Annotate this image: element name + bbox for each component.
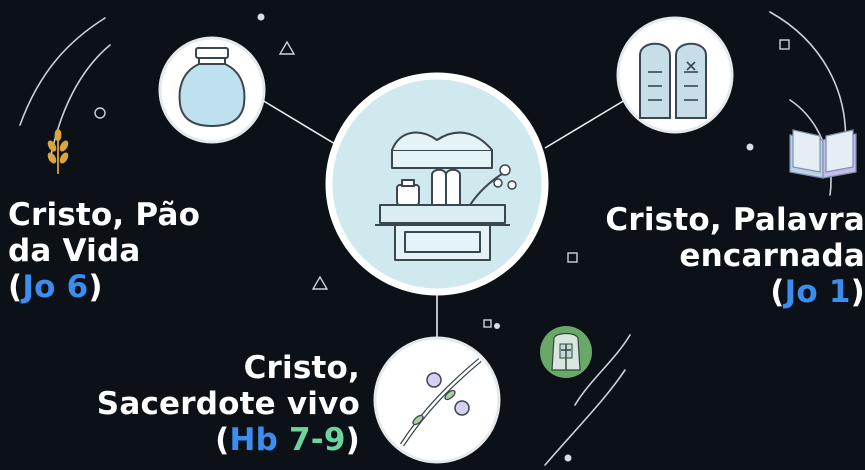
- ref-right-open: (: [770, 274, 785, 310]
- ref-bottom-book: Hb: [229, 422, 279, 458]
- ref-left-open: (: [8, 269, 23, 305]
- label-left-line2: da Vida: [8, 233, 141, 269]
- stone-tablets-icon: [616, 16, 734, 134]
- label-bread-of-life: Cristo, Pão da Vida (Jo 6): [8, 197, 200, 305]
- scatter-dots: [257, 13, 754, 462]
- open-book-icon: [789, 129, 857, 179]
- ref-bottom-range: 7-9: [289, 422, 346, 458]
- ref-left-close: ): [88, 269, 103, 305]
- label-left-reference: (Jo 6): [8, 269, 200, 305]
- label-left-line1: Cristo, Pão: [8, 197, 201, 233]
- label-bottom-reference: (Hb 7-9): [97, 422, 360, 458]
- ref-right-text: Jo 1: [784, 274, 851, 310]
- label-bottom-line2: Sacerdote vivo: [96, 386, 360, 422]
- budding-rod-icon: [373, 336, 501, 464]
- wheat-icon: [47, 129, 69, 174]
- label-living-priest: Cristo, Sacerdote vivo (Hb 7-9): [97, 350, 360, 458]
- scatter-shapes: [94, 39, 790, 328]
- ref-left-text: Jo 6: [22, 269, 89, 305]
- ref-right-close: ): [850, 274, 865, 310]
- label-right-line2: encarnada: [679, 238, 865, 274]
- manna-jar-icon: [158, 36, 266, 144]
- label-right-line1: Cristo, Palavra: [605, 202, 865, 238]
- priest-vestment-icon: [540, 326, 592, 378]
- label-word-incarnate: Cristo, Palavra encarnada (Jo 1): [605, 202, 865, 310]
- label-right-reference: (Jo 1): [605, 274, 865, 310]
- ref-bottom-open: (: [215, 422, 230, 458]
- ref-bottom-close: ): [345, 422, 360, 458]
- ark-of-covenant-icon: [325, 72, 549, 296]
- label-bottom-line1: Cristo,: [243, 350, 360, 386]
